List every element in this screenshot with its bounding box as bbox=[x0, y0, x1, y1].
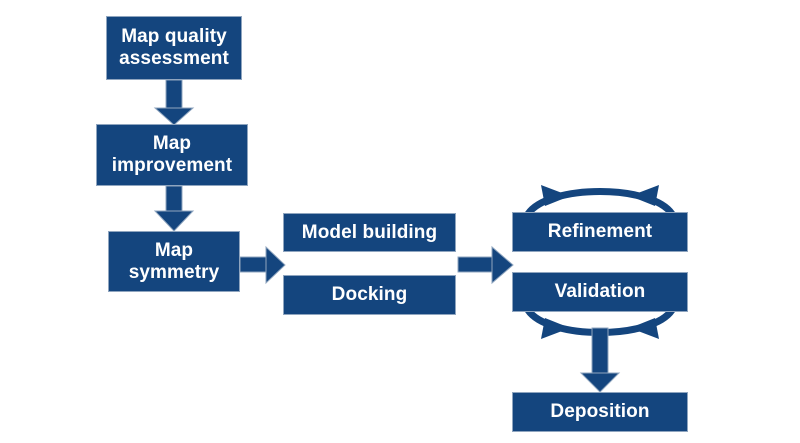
node-map-improvement[interactable]: Map improvement bbox=[96, 124, 248, 186]
node-deposition[interactable]: Deposition bbox=[512, 392, 688, 432]
node-validation[interactable]: Validation bbox=[512, 272, 688, 312]
node-map-quality-assessment[interactable]: Map quality assessment bbox=[106, 16, 242, 80]
node-refinement[interactable]: Refinement bbox=[512, 212, 688, 252]
arrow-symmetry-to-model-building bbox=[239, 245, 286, 285]
node-model-building[interactable]: Model building bbox=[283, 213, 456, 252]
node-docking[interactable]: Docking bbox=[283, 275, 456, 315]
arrow-assessment-to-improvement bbox=[153, 79, 195, 126]
arrow-cycle-to-deposition bbox=[579, 327, 621, 393]
arrow-model-to-refinement bbox=[457, 245, 514, 285]
cycle-arc-bottom bbox=[525, 307, 675, 339]
cycle-arc-top bbox=[525, 185, 675, 217]
node-map-symmetry[interactable]: Map symmetry bbox=[108, 231, 240, 292]
arrow-improvement-to-symmetry bbox=[153, 185, 195, 232]
